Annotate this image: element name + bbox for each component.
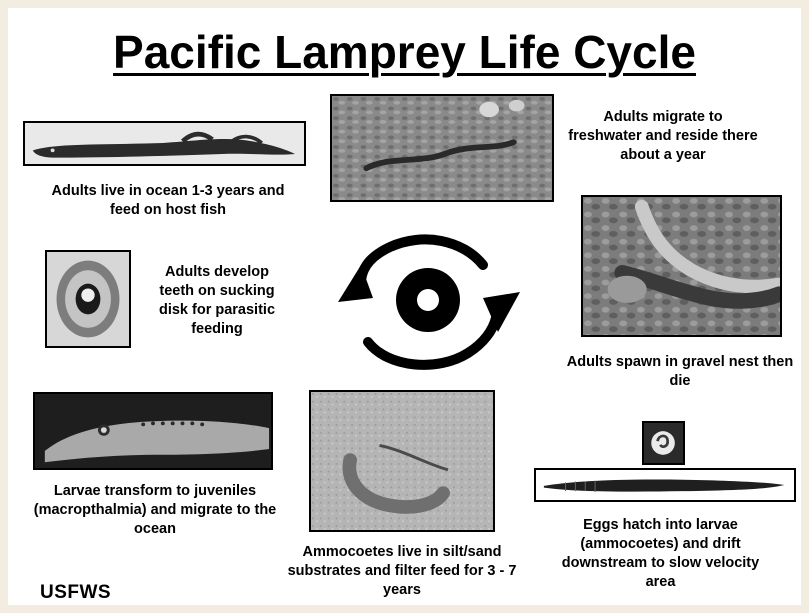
transform-photo (33, 392, 273, 470)
ocean-adult-photo (23, 121, 306, 166)
migrate-photo (330, 94, 554, 202)
oral-disk-photo (45, 250, 131, 348)
credit-label: USFWS (40, 582, 111, 604)
eggs-hatch-caption: Eggs hatch into larvae (ammocoetes) and … (548, 516, 773, 592)
transform-caption: Larvae transform to juveniles (macroptha… (32, 482, 278, 539)
migrate-caption: Adults migrate to freshwater and reside … (568, 108, 758, 165)
teeth-caption: Adults develop teeth on sucking disk for… (156, 263, 278, 339)
ammocoete-photo (309, 390, 495, 532)
egg-photo (642, 421, 685, 465)
ammocoetes-caption: Ammocoetes live in silt/sand substrates … (286, 543, 518, 600)
spawn-caption: Adults spawn in gravel nest then die (565, 353, 795, 391)
cycle-arrows-icon (328, 220, 528, 380)
spawn-photo (581, 195, 782, 337)
slide-title: Pacific Lamprey Life Cycle (8, 26, 801, 78)
ocean-adult-caption: Adults live in ocean 1-3 years and feed … (48, 182, 288, 220)
larva-photo (534, 468, 796, 502)
life-cycle-slide: Pacific Lamprey Life Cycle Adults live i… (8, 8, 801, 605)
